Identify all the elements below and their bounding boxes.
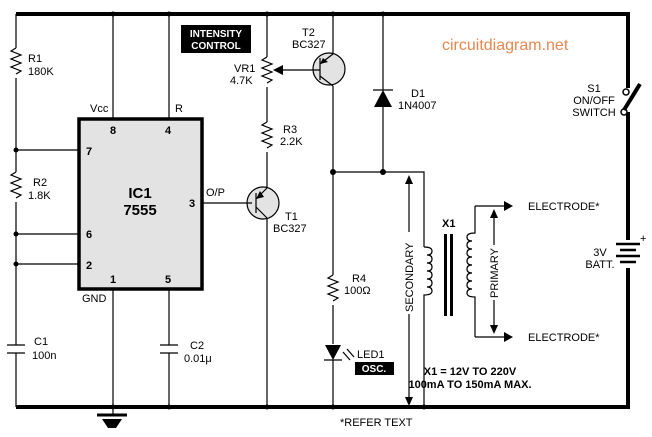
c2-capacitor <box>112 290 178 407</box>
transformer-core <box>444 234 447 316</box>
c1-capacitor <box>7 344 25 354</box>
d1-label: D1 <box>411 88 425 100</box>
r3-resistor <box>260 121 274 149</box>
r4-resistor <box>326 274 340 302</box>
electrode-top-arrow <box>504 201 513 211</box>
battery-voltage: 3V <box>593 247 607 259</box>
electrode-bottom-label: ELECTRODE* <box>528 332 600 344</box>
svg-text:SWITCH: SWITCH <box>572 107 615 119</box>
ic1-name: IC1 <box>128 185 151 202</box>
pin-5: 5 <box>165 274 171 286</box>
vr1-label: VR1 <box>234 63 255 75</box>
battery-plus: + <box>640 233 646 245</box>
electrode-bottom-arrow <box>504 332 513 342</box>
osc-badge <box>355 362 394 375</box>
vr1-value: 4.7K <box>230 75 253 87</box>
pin-1: 1 <box>110 274 116 286</box>
ic1-vcc-label: Vcc <box>90 103 109 115</box>
ic1-part: 7555 <box>123 202 156 219</box>
ic1-reset-label: R <box>175 103 183 115</box>
secondary-coil <box>423 246 433 407</box>
x1-label: X1 <box>442 218 455 230</box>
x1-note-line1: X1 = 12V TO 220V <box>424 366 517 378</box>
c1-value: 100n <box>32 350 56 362</box>
svg-text:ON/OFF: ON/OFF <box>573 95 615 107</box>
ic1-op-label: O/P <box>206 187 225 199</box>
vr1-potentiometer <box>260 56 274 84</box>
c2-value: 0.01μ <box>184 353 212 365</box>
t2-value: BC327 <box>292 39 326 51</box>
switch-contact <box>622 88 630 96</box>
d1-value: 1N4007 <box>398 100 437 112</box>
t1-value: BC327 <box>273 223 307 235</box>
positive-rail <box>16 12 630 88</box>
x1-note-line2: 100mA TO 150mA MAX. <box>408 379 531 391</box>
d1-diode <box>374 90 392 107</box>
secondary-label: SECONDARY <box>404 242 416 312</box>
refer-text-note: *REFER TEXT <box>340 417 413 429</box>
t2-label: T2 <box>302 27 315 39</box>
pin-7: 7 <box>86 146 92 158</box>
ic1-chip <box>77 117 204 291</box>
pin-8: 8 <box>110 125 116 137</box>
r3-label: R3 <box>283 124 297 136</box>
r2-value: 1.8K <box>28 190 51 202</box>
wiper-arrow <box>273 65 283 75</box>
pin-4: 4 <box>165 125 172 137</box>
r1-label: R1 <box>28 53 42 65</box>
r4-label: R4 <box>352 273 366 285</box>
t1-label: T1 <box>285 211 298 223</box>
svg-text:OSC.: OSC. <box>362 364 387 375</box>
primary-coil <box>466 206 476 337</box>
intensity-control-badge <box>181 25 251 53</box>
ic1-gnd-label: GND <box>82 293 107 305</box>
r1-resistor <box>9 47 23 75</box>
r4-value: 100Ω <box>344 285 371 297</box>
r1-value: 180K <box>28 66 54 78</box>
svg-text:INTENSITY: INTENSITY <box>190 29 243 40</box>
ground-rail <box>16 268 630 409</box>
watermark: circuitdiagram.net <box>442 37 569 54</box>
primary-label: PRIMARY <box>489 247 501 298</box>
r2-label: R2 <box>33 177 47 189</box>
s1-label: S1 <box>587 83 600 95</box>
c2-label: C2 <box>190 340 204 352</box>
pin-2: 2 <box>86 260 92 272</box>
pin-3: 3 <box>189 198 195 210</box>
pin-6: 6 <box>86 229 92 241</box>
c1-label: C1 <box>34 336 48 348</box>
battery-icon <box>616 242 640 264</box>
s1-switch[interactable] <box>622 82 642 112</box>
led1-diode <box>325 345 341 360</box>
r3-value: 2.2K <box>280 136 303 148</box>
led1-label: LED1 <box>357 349 385 361</box>
battery-label: BATT. <box>585 259 614 271</box>
svg-text:CONTROL: CONTROL <box>191 41 240 52</box>
r2-resistor <box>9 171 23 199</box>
led-light-icon <box>342 348 355 361</box>
electrode-top-label: ELECTRODE* <box>528 201 600 213</box>
